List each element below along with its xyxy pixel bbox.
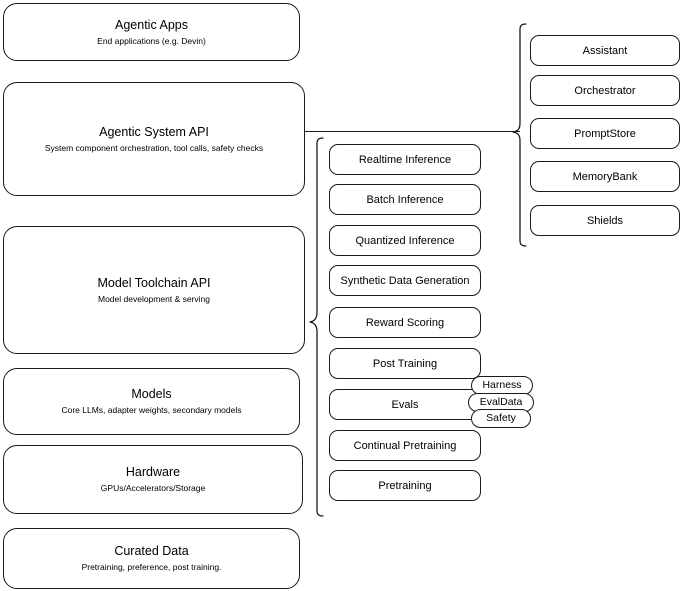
- capability-label: Realtime Inference: [358, 153, 452, 166]
- eval-tag-label: EvalData: [479, 396, 523, 408]
- layer-title: Agentic System API: [99, 124, 209, 139]
- layer-box-model-toolchain-api[interactable]: Model Toolchain API Model development & …: [3, 226, 305, 354]
- layer-subtitle: Core LLMs, adapter weights, secondary mo…: [61, 405, 242, 415]
- capability-reward-scoring[interactable]: Reward Scoring: [329, 307, 481, 338]
- layer-title: Curated Data: [114, 544, 189, 558]
- capability-synthetic-data-generation[interactable]: Synthetic Data Generation: [329, 265, 481, 296]
- layer-box-curated-data[interactable]: Curated Data Pretraining, preference, po…: [3, 528, 300, 589]
- layer-title: Agentic Apps: [115, 17, 188, 32]
- system-component-promptstore[interactable]: PromptStore: [530, 118, 680, 149]
- system-component-memorybank[interactable]: MemoryBank: [530, 161, 680, 192]
- capability-pretraining[interactable]: Pretraining: [329, 470, 481, 501]
- system-component-orchestrator[interactable]: Orchestrator: [530, 75, 680, 106]
- system-component-label: Assistant: [582, 44, 628, 57]
- capability-realtime-inference[interactable]: Realtime Inference: [329, 144, 481, 175]
- system-component-shields[interactable]: Shields: [530, 205, 680, 236]
- layer-box-hardware[interactable]: Hardware GPUs/Accelerators/Storage: [3, 445, 303, 514]
- eval-tag-label: Harness: [482, 379, 522, 391]
- toolchain-bracket-icon: [309, 137, 324, 517]
- capability-label: Batch Inference: [366, 193, 444, 206]
- layer-title: Model Toolchain API: [97, 275, 211, 290]
- layer-subtitle: End applications (e.g. Devin): [97, 35, 206, 46]
- capability-label: Continual Pretraining: [353, 439, 457, 452]
- layer-box-agentic-apps[interactable]: Agentic Apps End applications (e.g. Devi…: [3, 3, 300, 61]
- capability-label: Quantized Inference: [355, 234, 455, 247]
- layer-title: Hardware: [125, 465, 181, 479]
- system-components-bracket-icon: [512, 23, 527, 247]
- layer-subtitle: System component orchestration, tool cal…: [44, 142, 264, 153]
- eval-tag-label: Safety: [486, 412, 516, 424]
- capability-quantized-inference[interactable]: Quantized Inference: [329, 225, 481, 256]
- capability-label: Evals: [391, 398, 419, 411]
- system-component-label: PromptStore: [574, 127, 636, 140]
- capability-continual-pretraining[interactable]: Continual Pretraining: [329, 430, 481, 461]
- capability-label: Synthetic Data Generation: [340, 274, 470, 287]
- eval-tag-safety[interactable]: Safety: [471, 409, 531, 428]
- system-component-label: MemoryBank: [572, 170, 638, 183]
- capability-post-training[interactable]: Post Training: [329, 348, 481, 379]
- layer-title: Models: [131, 387, 172, 401]
- system-component-label: Orchestrator: [574, 84, 636, 97]
- eval-tag-evaldata[interactable]: EvalData: [468, 393, 534, 412]
- layer-box-agentic-system-api[interactable]: Agentic System API System component orch…: [3, 82, 305, 196]
- system-component-assistant[interactable]: Assistant: [530, 35, 680, 66]
- capability-label: Post Training: [372, 357, 438, 370]
- capability-evals[interactable]: Evals: [329, 389, 481, 420]
- layer-subtitle: Model development & serving: [98, 293, 210, 304]
- layer-subtitle: GPUs/Accelerators/Storage: [100, 483, 206, 493]
- capability-label: Reward Scoring: [365, 316, 445, 329]
- layer-subtitle: Pretraining, preference, post training.: [81, 562, 222, 572]
- capability-batch-inference[interactable]: Batch Inference: [329, 184, 481, 215]
- horizontal-connector-line: [305, 131, 520, 133]
- system-component-label: Shields: [586, 214, 624, 227]
- layer-box-models[interactable]: Models Core LLMs, adapter weights, secon…: [3, 368, 300, 435]
- capability-label: Pretraining: [378, 479, 432, 492]
